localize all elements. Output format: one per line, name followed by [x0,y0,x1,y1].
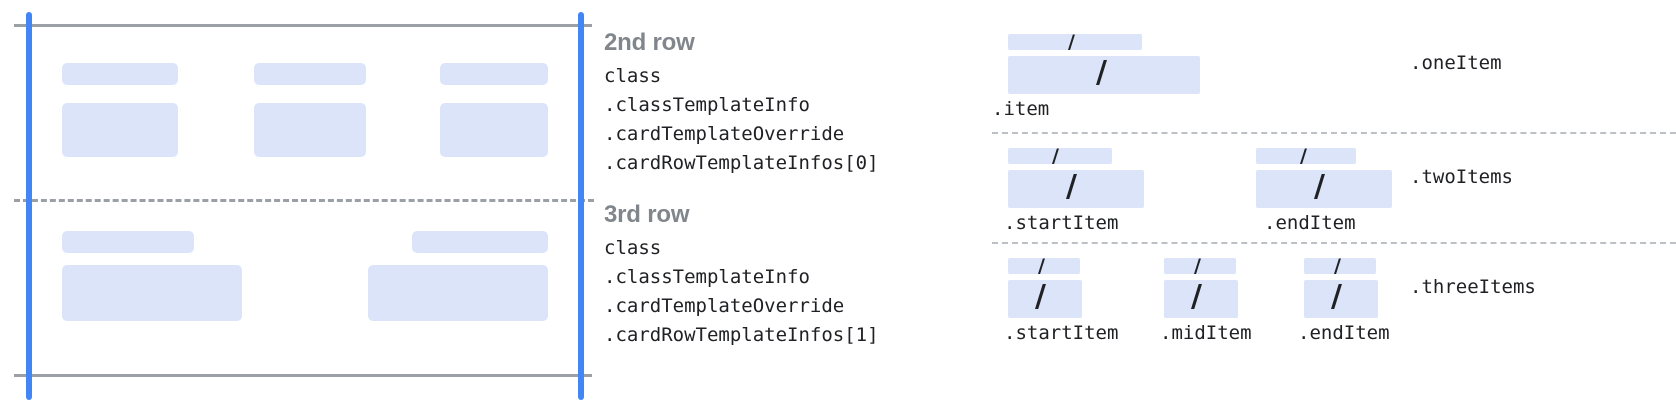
slash-icon: / [1066,169,1077,204]
row2-code-line-4: .cardRowTemplateInfos[0] [604,152,879,174]
end-item-label-bar: / [1256,145,1356,167]
row2-col3-label-bar [440,63,548,85]
row2-heading: 2nd row [604,29,695,56]
slash-icon: / [1096,55,1107,90]
card-bottom-edge-rule [14,374,592,377]
start-item-label: .startItem [1004,212,1119,234]
variant-separator-1 [992,132,1676,134]
end-item-label: .endItem [1298,322,1390,344]
slash-icon: / [1300,145,1307,167]
right-edge-guide [578,12,584,400]
row3-annotation: 3rd row class .classTemplateInfo .cardTe… [604,200,879,350]
slash-icon: / [1334,255,1341,277]
slash-icon: / [1038,255,1045,277]
row-divider-dashed [14,199,594,202]
row3-code-line-3: .cardTemplateOverride [604,295,845,317]
item-variants-diagram: / / .item .oneItem / / .startItem / / [984,0,1676,412]
variant-two-items: / / .startItem / / .endItem .twoItems [984,136,1676,246]
row3-heading: 3rd row [604,201,690,228]
row3-col1-label-bar [62,231,194,253]
variant-two-items-label: .twoItems [1410,166,1513,188]
row3-code-line-1: class [604,237,662,259]
start-item-label: .startItem [1004,322,1119,344]
end-item-content-bar: / [1256,170,1392,208]
start-item-content-bar: / [1008,280,1082,318]
variant-three-items: / / .startItem / / .midItem / / .endItem [984,246,1676,358]
one-item-content-bar: / [1008,56,1200,94]
row3-col2-label-bar [412,231,548,253]
row2-code-line-1: class [604,65,662,87]
variant-separator-2 [992,242,1676,244]
slash-icon: / [1052,145,1059,167]
slash-icon: / [1194,255,1201,277]
row2-annotation: 2nd row class .classTemplateInfo .cardTe… [604,28,879,178]
left-edge-guide [26,12,32,400]
row2-col2-label-bar [254,63,366,85]
mid-item-label-bar: / [1164,255,1236,277]
row2-code-line-3: .cardTemplateOverride [604,123,845,145]
slash-icon: / [1314,169,1325,204]
row2-col3-content-block [440,103,548,157]
end-item-label: .endItem [1264,212,1356,234]
row-annotations-column: 2nd row class .classTemplateInfo .cardTe… [604,0,984,412]
one-item-label-bar: / [1008,31,1142,53]
one-item-label: .item [992,98,1050,120]
variant-one-item-label: .oneItem [1410,52,1502,74]
row2-col2-content-block [254,103,366,157]
slash-icon: / [1191,279,1202,314]
slash-icon: / [1331,279,1342,314]
start-item-label-bar: / [1008,145,1112,167]
row3-code-line-4: .cardRowTemplateInfos[1] [604,324,879,346]
variant-one-item: / / .item .oneItem [984,22,1676,134]
card-top-edge-rule [14,24,592,27]
row3-code-line-2: .classTemplateInfo [604,266,810,288]
row3-col2-content-block [368,265,548,321]
slash-icon: / [1035,279,1046,314]
end-item-label-bar: / [1304,255,1376,277]
row2-col1-label-bar [62,63,178,85]
end-item-content-bar: / [1304,280,1378,318]
row3-col1-content-block [62,265,242,321]
mid-item-content-bar: / [1164,280,1238,318]
mid-item-label: .midItem [1160,322,1252,344]
slash-icon: / [1068,31,1075,53]
card-rows-diagram [0,0,596,412]
start-item-content-bar: / [1008,170,1144,208]
start-item-label-bar: / [1008,255,1080,277]
row2-code-line-2: .classTemplateInfo [604,94,810,116]
variant-three-items-label: .threeItems [1410,276,1536,298]
row2-col1-content-block [62,103,178,157]
